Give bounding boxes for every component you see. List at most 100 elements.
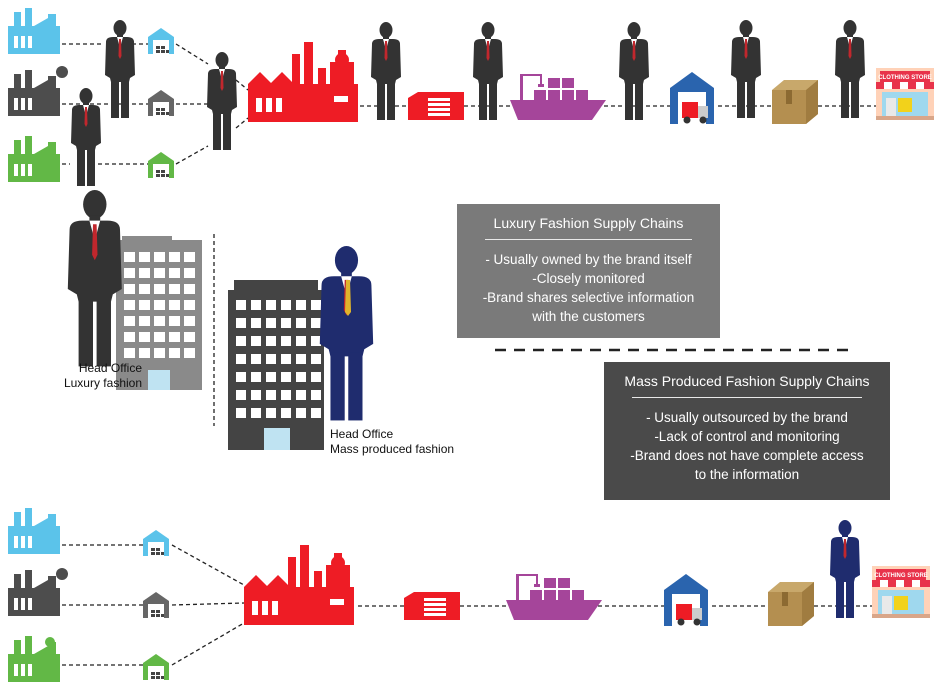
factory-icon bbox=[8, 70, 60, 116]
building-window bbox=[124, 268, 135, 278]
box-line: with the customers bbox=[532, 309, 645, 324]
person-icon bbox=[67, 190, 122, 367]
building-window bbox=[124, 332, 135, 342]
building-window bbox=[311, 318, 321, 328]
building-window bbox=[139, 284, 150, 294]
package-icon bbox=[768, 582, 814, 626]
building-window bbox=[251, 354, 261, 364]
building-window bbox=[266, 372, 276, 382]
building-window bbox=[154, 284, 165, 294]
building-window bbox=[236, 372, 246, 382]
building-window bbox=[266, 300, 276, 310]
building-window bbox=[281, 372, 291, 382]
building-window bbox=[124, 284, 135, 294]
building-window bbox=[169, 316, 180, 326]
building-window bbox=[266, 354, 276, 364]
building-window bbox=[311, 354, 321, 364]
warehouse-icon bbox=[148, 28, 174, 54]
box-line: -Brand shares selective information bbox=[482, 290, 695, 305]
building-window bbox=[154, 300, 165, 310]
store-sign: CLOTHING STORE bbox=[878, 75, 932, 81]
building-window bbox=[311, 390, 321, 400]
main-factory-icon bbox=[248, 42, 358, 122]
warehouse-icon bbox=[148, 152, 174, 178]
delivery-icon bbox=[670, 72, 714, 124]
building-window bbox=[236, 408, 246, 418]
mass-office-caption: Head Office Mass produced fashion bbox=[330, 427, 454, 457]
person-icon bbox=[71, 88, 101, 186]
building-window bbox=[169, 252, 180, 262]
box-title: Luxury Fashion Supply Chains bbox=[493, 215, 684, 231]
building-window bbox=[124, 316, 135, 326]
building-window bbox=[266, 408, 276, 418]
container-icon bbox=[408, 92, 464, 120]
building-window bbox=[296, 390, 306, 400]
main-factory-icon bbox=[244, 545, 354, 625]
building-window bbox=[266, 336, 276, 346]
building-window bbox=[251, 336, 261, 346]
delivery-icon bbox=[664, 574, 708, 626]
person-icon bbox=[473, 22, 503, 120]
building-window bbox=[154, 268, 165, 278]
factory-icon bbox=[8, 136, 60, 182]
factory-icon bbox=[8, 8, 60, 54]
building-window bbox=[236, 354, 246, 364]
warehouse-icon bbox=[148, 90, 174, 116]
building-window bbox=[251, 372, 261, 382]
box-line: -Brand does not have complete access bbox=[630, 448, 864, 463]
building-window bbox=[251, 300, 261, 310]
office-building-icon bbox=[228, 290, 324, 450]
person-icon bbox=[207, 52, 237, 150]
title-rule bbox=[485, 239, 692, 240]
building-window bbox=[296, 354, 306, 364]
building-window bbox=[296, 300, 306, 310]
building-window bbox=[169, 268, 180, 278]
building-window bbox=[251, 408, 261, 418]
luxury-head-office bbox=[67, 190, 202, 390]
factory-icon bbox=[8, 508, 60, 554]
package-icon bbox=[772, 80, 818, 124]
luxury-office-caption: Head Office Luxury fashion bbox=[60, 361, 142, 391]
building-window bbox=[266, 318, 276, 328]
store-sign: CLOTHING STORE bbox=[874, 573, 928, 579]
connector-lines bbox=[62, 43, 876, 666]
smoke-icon bbox=[56, 568, 68, 580]
mass-head-office bbox=[228, 246, 374, 450]
building-window bbox=[296, 318, 306, 328]
person-icon bbox=[731, 20, 761, 118]
building-window bbox=[139, 348, 150, 358]
building-window bbox=[296, 408, 306, 418]
ship-icon bbox=[506, 574, 602, 620]
building-window bbox=[251, 390, 261, 400]
caption-line: Luxury fashion bbox=[63, 376, 142, 390]
title-rule bbox=[632, 397, 862, 398]
building-window bbox=[184, 348, 195, 358]
building-window bbox=[236, 390, 246, 400]
building-window bbox=[169, 348, 180, 358]
box-line: -Closely monitored bbox=[532, 271, 645, 286]
luxury-supply-chain-box: Luxury Fashion Supply Chains - Usually o… bbox=[457, 204, 720, 338]
building-window bbox=[281, 336, 291, 346]
building-window bbox=[184, 284, 195, 294]
caption-line: Mass produced fashion bbox=[330, 442, 455, 456]
box-title: Mass Produced Fashion Supply Chains bbox=[624, 373, 870, 389]
building-window bbox=[139, 252, 150, 262]
building-window bbox=[236, 336, 246, 346]
building-window bbox=[236, 318, 246, 328]
building-window bbox=[139, 268, 150, 278]
smoke-icon bbox=[45, 637, 55, 647]
building-window bbox=[311, 336, 321, 346]
building-window bbox=[184, 268, 195, 278]
building-window bbox=[124, 348, 135, 358]
building-window bbox=[184, 252, 195, 262]
office-building-icon bbox=[116, 240, 202, 390]
building-window bbox=[281, 390, 291, 400]
building-window bbox=[311, 372, 321, 382]
warehouse-icon bbox=[143, 530, 169, 556]
building-window bbox=[311, 300, 321, 310]
smoke-icon bbox=[56, 66, 68, 78]
building-window bbox=[281, 408, 291, 418]
building-window bbox=[169, 300, 180, 310]
person-icon bbox=[319, 246, 374, 421]
person-icon bbox=[105, 20, 135, 118]
